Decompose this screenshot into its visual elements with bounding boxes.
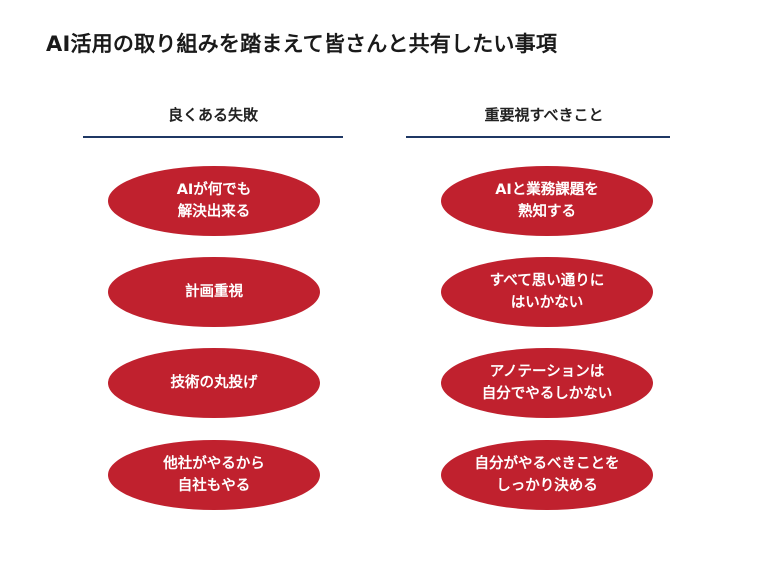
left-item-4: 他社がやるから 自社もやる <box>108 440 320 510</box>
left-item-2: 計画重視 <box>108 257 320 327</box>
right-item-4: 自分がやるべきことを しっかり決める <box>441 440 653 510</box>
right-item-2-line-1: すべて思い通りに <box>489 272 605 289</box>
right-item-1-line-2: 熟知する <box>518 204 576 220</box>
right-item-1-line-1: AIと業務課題を <box>495 181 599 198</box>
right-column-rule <box>406 136 670 138</box>
right-item-4-line-1: 自分がやるべきことを <box>474 455 620 472</box>
left-item-1-line-2: 解決出来る <box>177 204 251 220</box>
left-item-4-line-1: 他社がやるから <box>163 455 265 472</box>
right-item-2-line-2: はいかない <box>510 295 584 311</box>
slide-title: AI活用の取り組みを踏まえて皆さんと共有したい事項 <box>46 32 558 56</box>
right-item-4-line-2: しっかり決める <box>496 478 598 494</box>
left-item-1-line-1: AIが何でも <box>176 181 252 198</box>
left-item-2-line-1: 計画重視 <box>185 283 243 300</box>
left-item-3: 技術の丸投げ <box>108 348 320 418</box>
left-column-header: 良くある失敗 <box>167 106 258 124</box>
right-item-1: AIと業務課題を 熟知する <box>441 166 653 236</box>
left-item-1: AIが何でも 解決出来る <box>108 166 320 236</box>
left-item-4-line-2: 自社もやる <box>177 478 251 494</box>
right-column-header: 重要視すべきこと <box>484 106 604 124</box>
right-item-2: すべて思い通りに はいかない <box>441 257 653 327</box>
left-item-3-line-1: 技術の丸投げ <box>170 374 258 391</box>
right-item-3: アノテーションは 自分でやるしかない <box>441 348 653 418</box>
right-item-3-line-2: 自分でやるしかない <box>481 386 613 402</box>
left-column-rule <box>83 136 343 138</box>
right-item-3-line-1: アノテーションは <box>489 363 605 380</box>
